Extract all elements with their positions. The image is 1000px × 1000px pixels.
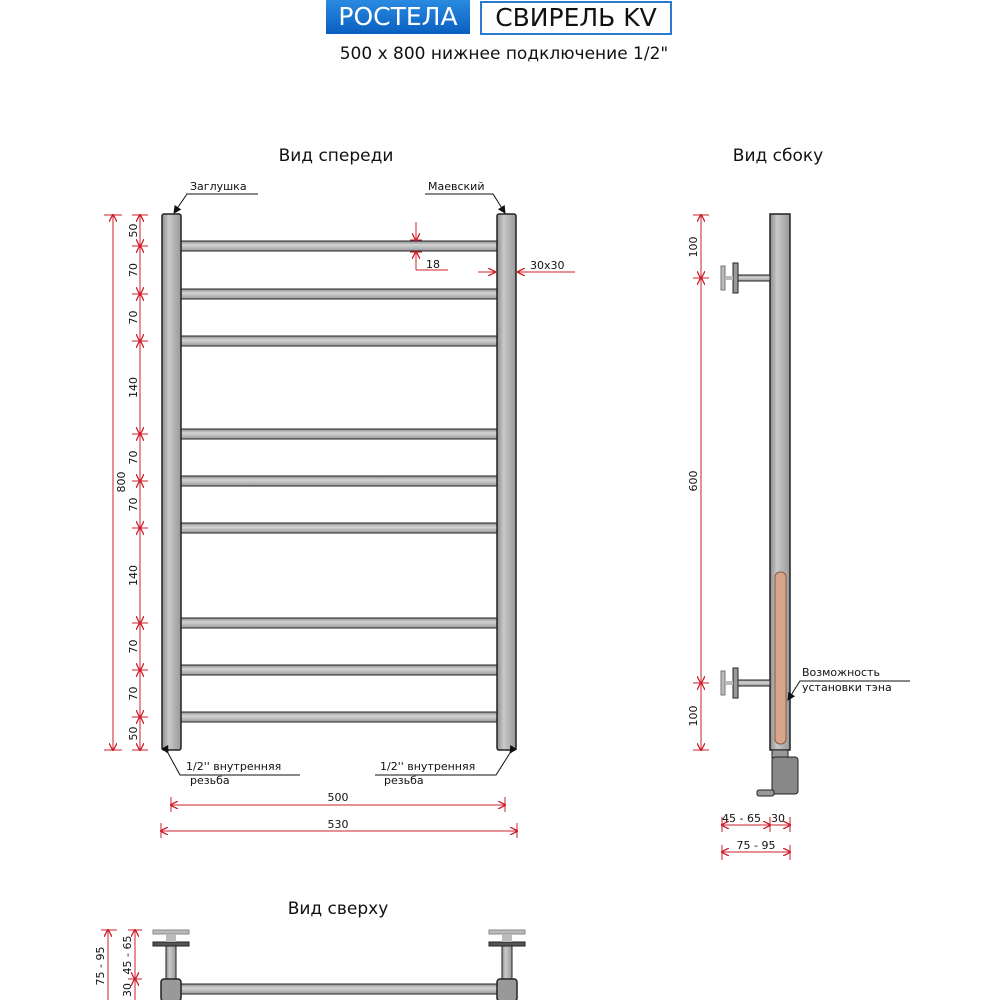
thread-left-line1: 1/2'' внутренняя bbox=[186, 760, 281, 773]
segment-dimensions: 50 70 70 140 70 70 140 70 70 50 bbox=[127, 215, 148, 750]
towel-bar bbox=[174, 664, 504, 676]
towel-bar bbox=[174, 428, 504, 440]
towel-bar bbox=[174, 288, 504, 300]
top-dim-pipe: 30 bbox=[121, 983, 134, 997]
towel-bars bbox=[174, 240, 504, 723]
side-dim-offset: 45 - 65 bbox=[722, 812, 761, 825]
side-dim-middle: 600 bbox=[687, 471, 700, 492]
height-dimension: 800 bbox=[115, 472, 128, 493]
towel-bar bbox=[174, 617, 504, 629]
width-530-dimension: 530 bbox=[328, 818, 349, 831]
towel-bar bbox=[174, 522, 504, 534]
side-dim-total: 75 - 95 bbox=[737, 839, 776, 852]
top-dim-offset: 45 - 65 bbox=[121, 936, 134, 975]
top-view-drawing bbox=[152, 929, 526, 1000]
towel-bar bbox=[174, 240, 504, 252]
side-view-title: Вид сбоку bbox=[733, 146, 823, 166]
towel-bar bbox=[174, 335, 504, 347]
right-column bbox=[496, 213, 517, 751]
segment-dimension-label: 70 bbox=[127, 498, 140, 512]
heater-connector bbox=[756, 749, 799, 797]
column-size-label: 30x30 bbox=[530, 259, 565, 272]
bar-size-label: 18 bbox=[426, 258, 440, 271]
segment-dimension-label: 70 bbox=[127, 263, 140, 277]
heater-label-line2: установки тэна bbox=[802, 681, 892, 694]
segment-dimension-label: 70 bbox=[127, 687, 140, 701]
width-500-dimension: 500 bbox=[328, 791, 349, 804]
thread-right-line1: 1/2'' внутренняя bbox=[380, 760, 475, 773]
wall-bracket-top bbox=[720, 262, 771, 294]
model-name: СВИРЕЛЬ KV bbox=[480, 1, 672, 35]
segment-dimension-label: 140 bbox=[127, 565, 140, 586]
towel-bar bbox=[174, 711, 504, 723]
heater-element bbox=[774, 571, 787, 745]
front-view-title: Вид спереди bbox=[279, 146, 394, 166]
segment-dimension-label: 50 bbox=[127, 224, 140, 238]
product-subtitle: 500 x 800 нижнее подключение 1/2" bbox=[339, 44, 669, 64]
thread-right-line2: резьба bbox=[384, 774, 424, 787]
side-dim-top: 100 bbox=[687, 237, 700, 258]
top-dim-total: 75 - 95 bbox=[94, 947, 107, 986]
segment-dimension-label: 70 bbox=[127, 451, 140, 465]
valve-label: Маевский bbox=[428, 180, 484, 193]
heater-label-line1: Возможность bbox=[802, 666, 880, 679]
towel-bar bbox=[174, 475, 504, 487]
segment-dimension-label: 70 bbox=[127, 311, 140, 325]
plug-label: Заглушка bbox=[190, 180, 247, 193]
top-view-title: Вид сверху bbox=[288, 899, 389, 919]
side-dim-bottom: 100 bbox=[687, 706, 700, 727]
wall-bracket-bottom bbox=[720, 667, 771, 699]
thread-left-line2: резьба bbox=[190, 774, 230, 787]
brand-logo: РОСТЕЛА bbox=[326, 0, 470, 34]
side-dim-pipe: 30 bbox=[771, 812, 785, 825]
segment-dimension-label: 50 bbox=[127, 727, 140, 741]
left-column bbox=[161, 213, 182, 751]
segment-dimension-label: 140 bbox=[127, 377, 140, 398]
segment-dimension-label: 70 bbox=[127, 640, 140, 654]
